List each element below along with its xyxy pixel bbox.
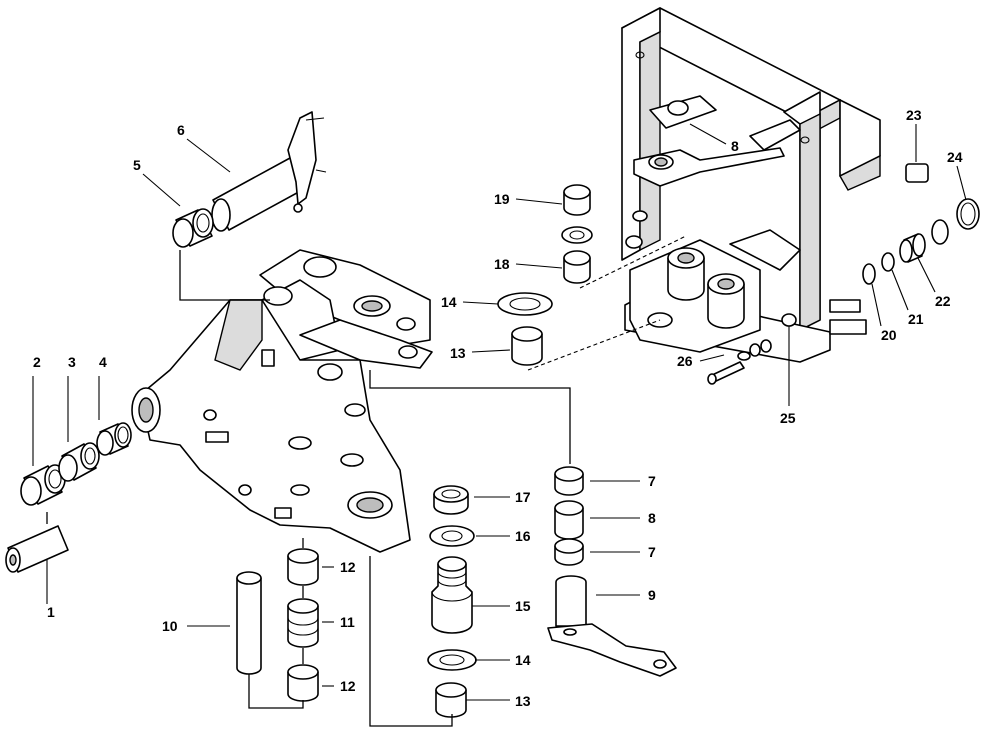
callout-label-c2: 2: [33, 354, 41, 370]
callout-label-c21: 21: [908, 311, 924, 327]
callout-label-c11: 11: [340, 614, 355, 630]
callout-label-c7a: 7: [648, 473, 656, 489]
bushing-7-bottom: [554, 538, 584, 566]
callout-label-c12b: 12: [340, 678, 356, 694]
bushing-22: [899, 233, 926, 263]
bushing-12-top: [287, 548, 319, 586]
callout-label-c17: 17: [515, 489, 531, 505]
leader-line-c22: [917, 257, 936, 293]
leader-line-c5: [142, 173, 181, 207]
callout-label-c25: 25: [780, 410, 796, 426]
callout-label-c24: 24: [947, 149, 963, 165]
callout-label-c18: 18: [494, 256, 510, 272]
washer-14-top: [497, 292, 553, 316]
washer-14-bottom: [427, 649, 477, 671]
leader-line-c24: [956, 165, 967, 201]
callout-label-c13a: 13: [450, 345, 466, 361]
callout-label-c10: 10: [162, 618, 178, 634]
pin-10: [236, 571, 262, 675]
callout-label-c4: 4: [99, 354, 107, 370]
leader-line-c13a: [471, 349, 511, 353]
callout-label-c22: 22: [935, 293, 951, 309]
o-ring-21: [881, 252, 895, 272]
callout-label-c19: 19: [494, 191, 510, 207]
nut-17: [433, 485, 469, 515]
pivot-pin-6: [211, 111, 327, 232]
callout-label-c5: 5: [133, 157, 141, 173]
bushing-5: [172, 208, 214, 248]
bushing-13-top: [511, 326, 543, 366]
leader-line-c20: [871, 283, 882, 327]
leader-line-c6: [186, 138, 231, 173]
connection-lines: [46, 250, 571, 727]
cap-23: [905, 163, 949, 245]
callout-label-c8a: 8: [648, 510, 656, 526]
callout-label-c1: 1: [47, 604, 55, 620]
bushing-11: [287, 598, 319, 648]
callout-label-c20: 20: [881, 327, 897, 343]
leader-line-c21: [891, 269, 909, 311]
lever-plate-9: [547, 575, 677, 677]
pin-1: [5, 525, 69, 573]
callout-label-c14a: 14: [441, 294, 457, 310]
bolt-26: [707, 339, 772, 385]
washer-16: [429, 525, 475, 547]
king-pin-15: [431, 556, 473, 634]
callout-label-c7b: 7: [648, 544, 656, 560]
bushing-3: [58, 442, 100, 482]
washer-mid: [561, 226, 593, 244]
bushing-13-bottom: [435, 682, 467, 718]
callout-label-c26: 26: [677, 353, 693, 369]
seal-ring-20: [862, 263, 876, 285]
callout-label-c12a: 12: [340, 559, 356, 575]
bushing-4: [96, 422, 132, 456]
callout-label-c23: 23: [906, 107, 922, 123]
leader-line-c19: [515, 198, 563, 205]
leader-line-c26: [699, 354, 725, 362]
bushing-19: [563, 184, 591, 216]
bushing-12-bottom: [287, 664, 319, 702]
callout-label-c16: 16: [515, 528, 531, 544]
leader-line-c14a: [462, 301, 499, 305]
bushing-7-top: [554, 466, 584, 496]
callout-label-c15: 15: [515, 598, 531, 614]
callout-label-c13b: 13: [515, 693, 531, 709]
leader-line-c8b: [689, 123, 727, 145]
callout-label-c8b: 8: [731, 138, 739, 154]
bushing-18: [563, 250, 591, 284]
bushing-8: [554, 500, 584, 540]
retaining-ring-24: [956, 198, 980, 230]
callout-label-c3: 3: [68, 354, 76, 370]
callout-label-c6: 6: [177, 122, 185, 138]
bushing-2: [20, 464, 66, 506]
main-housing: [131, 249, 433, 553]
mounting-frame: [621, 7, 881, 363]
callout-label-c14b: 14: [515, 652, 531, 668]
callout-label-c9: 9: [648, 587, 656, 603]
leader-line-c18: [515, 263, 563, 269]
